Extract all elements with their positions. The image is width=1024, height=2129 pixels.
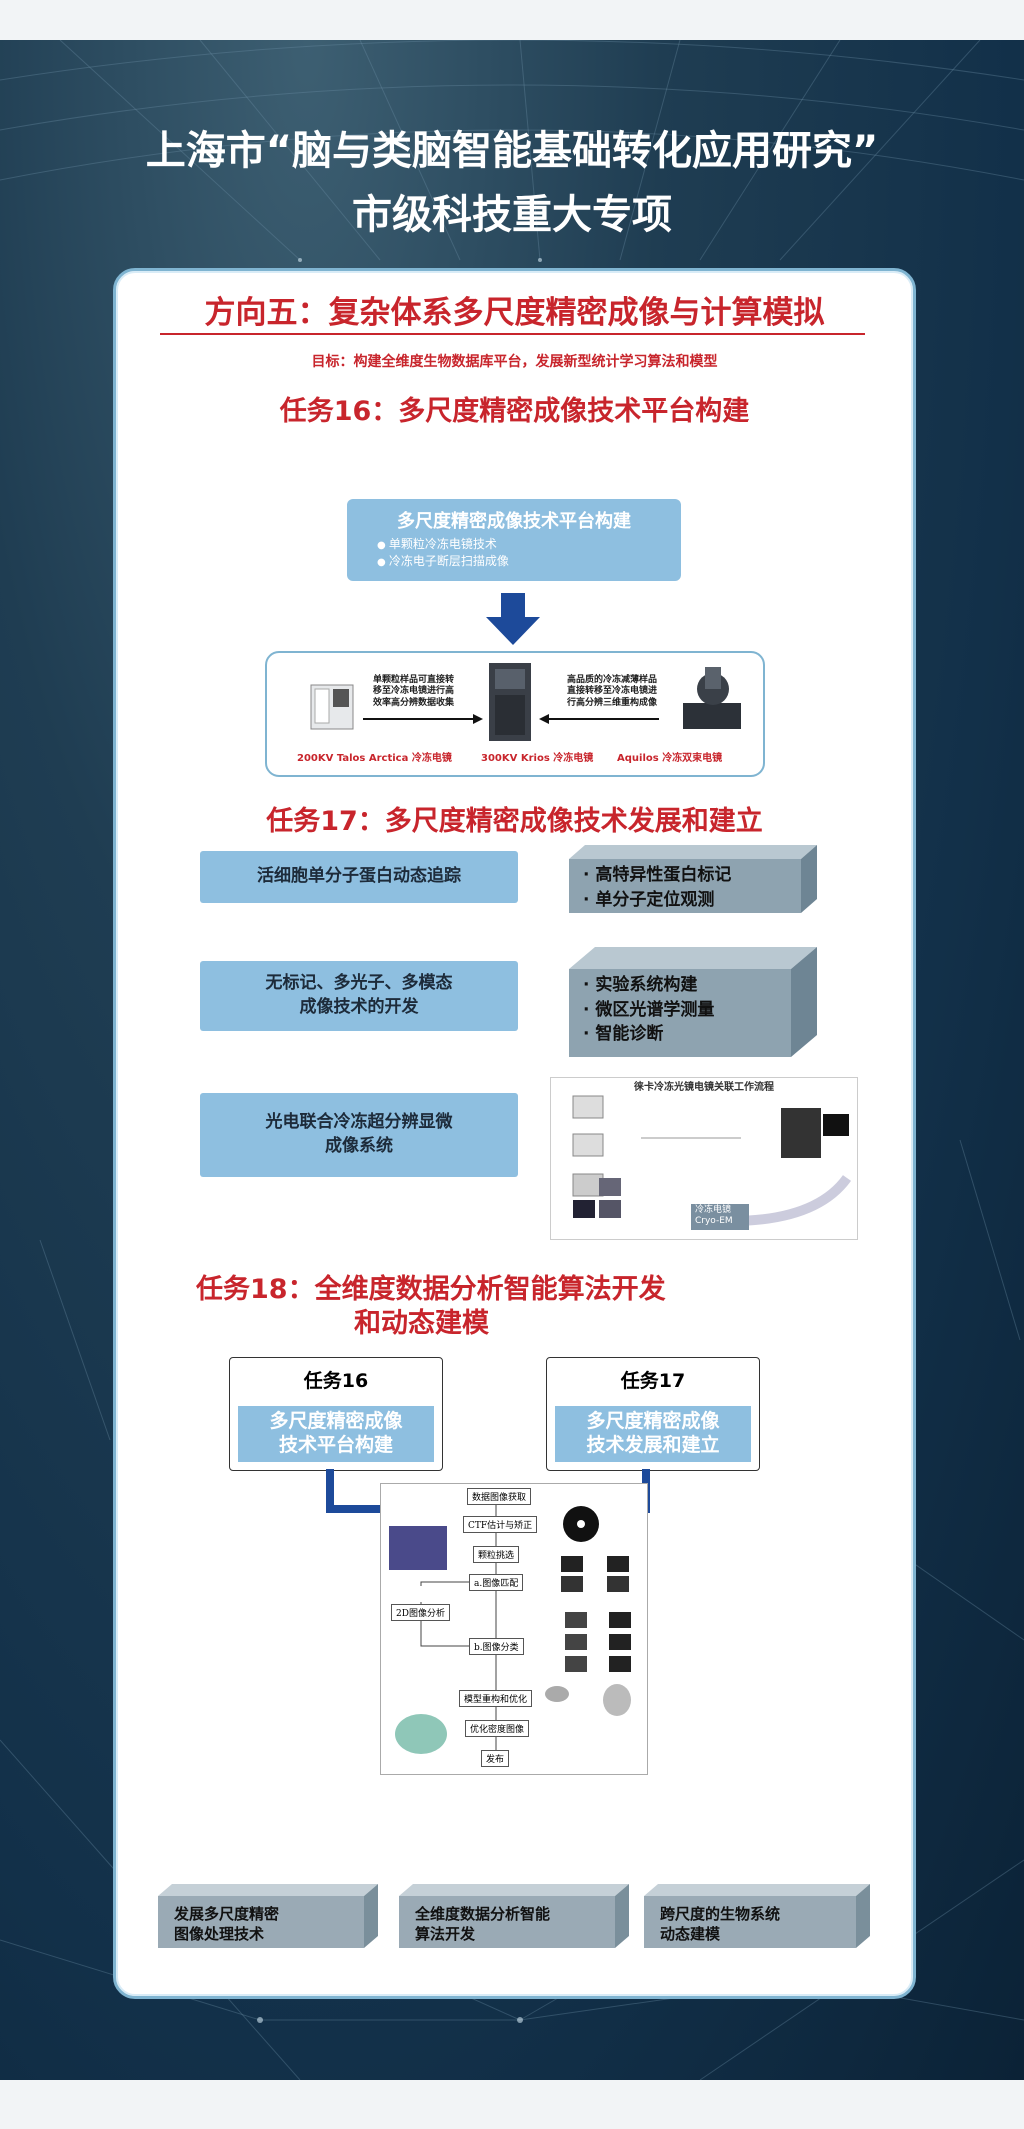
transfer-note-left: 单颗粒样品可直接转 移至冷冻电镜进行高 效率高分辨数据收集 xyxy=(373,675,455,708)
task18-title-line2: 和动态建模 xyxy=(354,1308,489,1339)
instrument-name: 300KV Krios xyxy=(481,753,550,764)
workflow-label: 冷冻电镜 xyxy=(695,1205,732,1215)
flow-step: CTF估计与矫正 xyxy=(463,1516,538,1533)
instrument-caption-3: Aquilos 冷冻双束电镜 xyxy=(617,749,722,764)
task17-item-3: 光电联合冷冻超分辨显微 成像系统 xyxy=(200,1093,518,1177)
poster-background: 上海市“脑与类脑智能基础转化应用研究” 市级科技重大专项 方向五：复杂体系多尺度… xyxy=(0,40,1024,2080)
instrument-panel: 单颗粒样品可直接转 移至冷冻电镜进行高 效率高分辨数据收集 高品质的冷冻减薄样品… xyxy=(265,651,765,777)
flow-step: 颗粒挑选 xyxy=(473,1546,520,1563)
task16-bullet: 单颗粒冷冻电镜技术 xyxy=(377,535,509,552)
arrow-right-icon xyxy=(363,714,483,724)
task16-title: 任务16：多尺度精密成像技术平台构建 xyxy=(279,396,750,427)
workflow-diagram xyxy=(572,1095,852,1230)
instrument-label: 冷冻电镜 xyxy=(411,753,452,764)
flow-step: 2D图像分析 xyxy=(391,1604,450,1621)
instrument-name: Aquilos xyxy=(617,753,659,764)
direction-goal: 目标：构建全维度生物数据库平台，发展新型统计学习算法和模型 xyxy=(311,354,718,370)
clem-workflow-image: 徕卡冷冻光镜电镜关联工作流程 冷冻电镜 Cryo-EM xyxy=(550,1077,858,1240)
workflow-cryoem-label: 冷冻电镜 Cryo-EM xyxy=(695,1205,733,1227)
flow-step: a.图像匹配 xyxy=(469,1574,524,1591)
flow-step: 优化密度图像 xyxy=(465,1720,530,1737)
task17-detail-line: · 单分子定位观测 xyxy=(583,889,715,910)
task16-box-title: 多尺度精密成像技术平台构建 xyxy=(397,511,631,532)
instrument-label: 冷冻电镜 xyxy=(553,753,594,764)
task17-title: 任务17：多尺度精密成像技术发展和建立 xyxy=(266,806,763,837)
task16-box: 多尺度精密成像技术平台构建 单颗粒冷冻电镜技术 冷冻电子断层扫描成像 xyxy=(347,499,681,581)
task17-detail-line: · 智能诊断 xyxy=(583,1024,664,1045)
down-arrow-icon xyxy=(486,593,540,645)
direction-underline xyxy=(160,333,865,335)
instrument-caption-1: 200KV Talos Arctica 冷冻电镜 xyxy=(297,749,452,764)
task17-detail-line: · 实验系统构建 xyxy=(583,975,698,995)
instrument-label: 冷冻双束电镜 xyxy=(662,753,723,764)
flow-step: 数据图像获取 xyxy=(467,1488,532,1505)
content-panel: 方向五：复杂体系多尺度精密成像与计算模拟 目标：构建全维度生物数据库平台，发展新… xyxy=(113,268,916,1999)
talos-arctica-icon xyxy=(310,684,354,730)
direction-title: 方向五：复杂体系多尺度精密成像与计算模拟 xyxy=(204,295,825,331)
task16-bullet-list: 单颗粒冷冻电镜技术 冷冻电子断层扫描成像 xyxy=(377,535,509,569)
flow-step: 发布 xyxy=(481,1750,510,1767)
outcome-box-1: 发展多尺度精密 图像处理技术 xyxy=(158,1884,378,1948)
outcome-text: 跨尺度的生物系统 动态建模 xyxy=(644,1896,856,1948)
workflow-title: 徕卡冷冻光镜电镜关联工作流程 xyxy=(634,1082,774,1093)
task16-ref-box: 任务16 多尺度精密成像 技术平台构建 xyxy=(229,1357,443,1471)
task17-item-2: 无标记、多光子、多模态 成像技术的开发 xyxy=(200,961,518,1031)
arrow-left-icon xyxy=(539,714,659,724)
poster-title-line1: 上海市“脑与类脑智能基础转化应用研究” xyxy=(145,128,879,174)
task-ref-body: 多尺度精密成像 技术平台构建 xyxy=(238,1406,434,1462)
transfer-note-right: 高品质的冷冻减薄样品 直接转移至冷冻电镜进 行高分辨三维重构成像 xyxy=(567,675,658,708)
task17-ref-box: 任务17 多尺度精密成像 技术发展和建立 xyxy=(546,1357,760,1471)
instrument-caption-2: 300KV Krios 冷冻电镜 xyxy=(481,749,593,764)
instrument-name: 200KV Talos Arctica xyxy=(297,753,409,764)
task17-detail-line: · 微区光谱学测量 xyxy=(583,999,715,1020)
task17-detail-2: · 实验系统构建 · 微区光谱学测量 · 智能诊断 xyxy=(569,947,817,1057)
task17-detail-1: · 高特异性蛋白标记 · 单分子定位观测 xyxy=(569,845,817,913)
flow-step: 模型重构和优化 xyxy=(459,1690,533,1707)
task-ref-body: 多尺度精密成像 技术发展和建立 xyxy=(555,1406,751,1462)
workflow-label: Cryo-EM xyxy=(695,1215,733,1226)
outcome-box-2: 全维度数据分析智能 算法开发 xyxy=(399,1884,629,1948)
flowchart-lines xyxy=(389,1496,631,1760)
outcome-text: 全维度数据分析智能 算法开发 xyxy=(399,1896,615,1948)
task-ref-head: 任务17 xyxy=(620,1370,686,1392)
outcome-text: 发展多尺度精密 图像处理技术 xyxy=(158,1896,364,1948)
task18-title-line1: 任务18：全维度数据分析智能算法开发 xyxy=(196,1274,666,1305)
task-ref-head: 任务16 xyxy=(303,1370,369,1392)
outcome-box-3: 跨尺度的生物系统 动态建模 xyxy=(644,1884,870,1948)
task16-bullet: 冷冻电子断层扫描成像 xyxy=(377,552,509,569)
task17-item-1: 活细胞单分子蛋白动态追踪 xyxy=(200,851,518,903)
poster-title-line2: 市级科技重大专项 xyxy=(352,192,672,238)
task17-detail-line: · 高特异性蛋白标记 xyxy=(583,865,732,885)
krios-icon xyxy=(489,663,531,741)
aquilos-icon xyxy=(683,667,741,729)
flow-step: b.图像分类 xyxy=(469,1638,524,1655)
processing-flowchart: 数据图像获取 CTF估计与矫正 颗粒挑选 a.图像匹配 2D图像分析 b.图像分… xyxy=(380,1483,648,1775)
